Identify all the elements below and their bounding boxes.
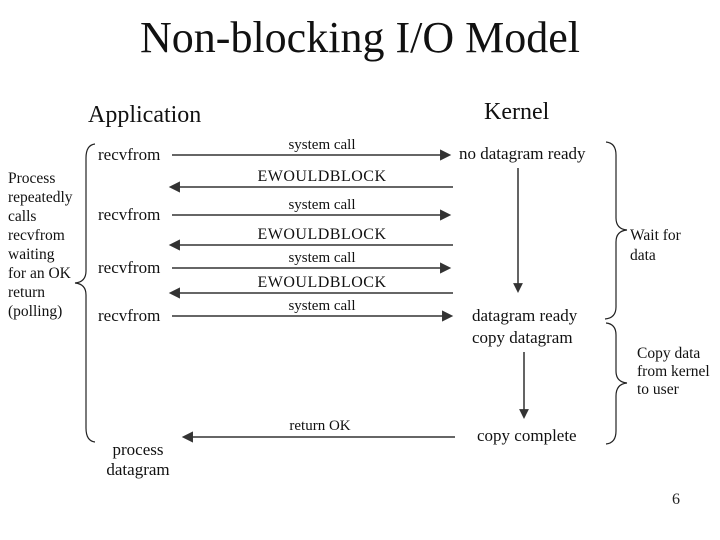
recvfrom-call-4: recvfrom — [98, 306, 161, 325]
recvfrom-call-2: recvfrom — [98, 205, 161, 224]
copy-data-note: Copy data from kernel to user — [637, 345, 710, 398]
polling-note: Process repeatedly calls recvfrom waitin… — [8, 170, 73, 320]
ewouldblock-label-2: EWOULDBLOCK — [257, 226, 387, 243]
ewouldblock-label-1: EWOULDBLOCK — [257, 168, 387, 185]
page-number: 6 — [672, 491, 680, 508]
recvfrom-call-1: recvfrom — [98, 145, 161, 164]
kernel-column-header: Kernel — [484, 99, 550, 125]
kernel-state-no-datagram: no datagram ready — [459, 144, 586, 163]
syscall-label-4: system call — [288, 298, 356, 314]
ewouldblock-label-3: EWOULDBLOCK — [257, 274, 387, 291]
kernel-state-copy-complete: copy complete — [477, 426, 577, 445]
wait-for-data-brace — [604, 141, 628, 320]
application-column-header: Application — [88, 102, 202, 128]
wait-for-data-note: Wait for data — [630, 227, 681, 264]
left-loop-brace — [74, 143, 96, 443]
syscall-label-3: system call — [288, 250, 356, 266]
kernel-state-copy-datagram: copy datagram — [472, 328, 573, 347]
kernel-state-datagram-ready: datagram ready — [472, 306, 578, 325]
return-ok-label: return OK — [289, 418, 351, 434]
slide-title: Non-blocking I/O Model — [140, 13, 580, 62]
syscall-label-2: system call — [288, 197, 356, 213]
recvfrom-call-3: recvfrom — [98, 258, 161, 277]
copy-data-brace — [605, 322, 628, 445]
syscall-label-1: system call — [288, 137, 356, 153]
process-datagram-label: process datagram — [106, 440, 170, 479]
